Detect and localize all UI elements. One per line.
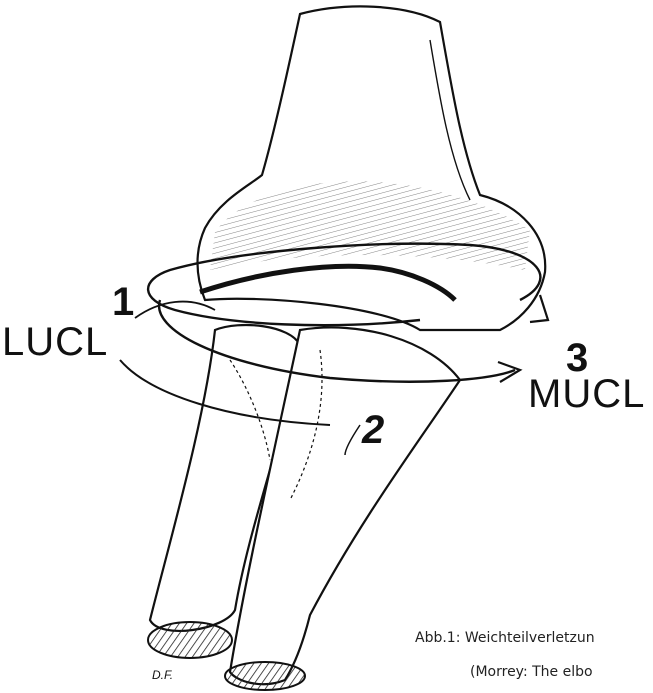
figure-caption-line-1: Abb.1: Weichteilverletzun	[415, 630, 595, 646]
artist-initials: D.F.	[152, 668, 173, 682]
humerus-bone	[198, 6, 546, 330]
figure-caption-line-2: (Morrey: The elbo	[470, 664, 593, 680]
radius-cut-surface	[148, 622, 232, 658]
marker-1-number: 1	[112, 282, 134, 322]
marker-3-mucl-label: MUCL	[528, 374, 645, 414]
ulna-cut-surface	[225, 662, 305, 690]
marker-1-lucl-label: LUCL	[2, 322, 108, 362]
marker-2-number: 2	[362, 410, 384, 450]
